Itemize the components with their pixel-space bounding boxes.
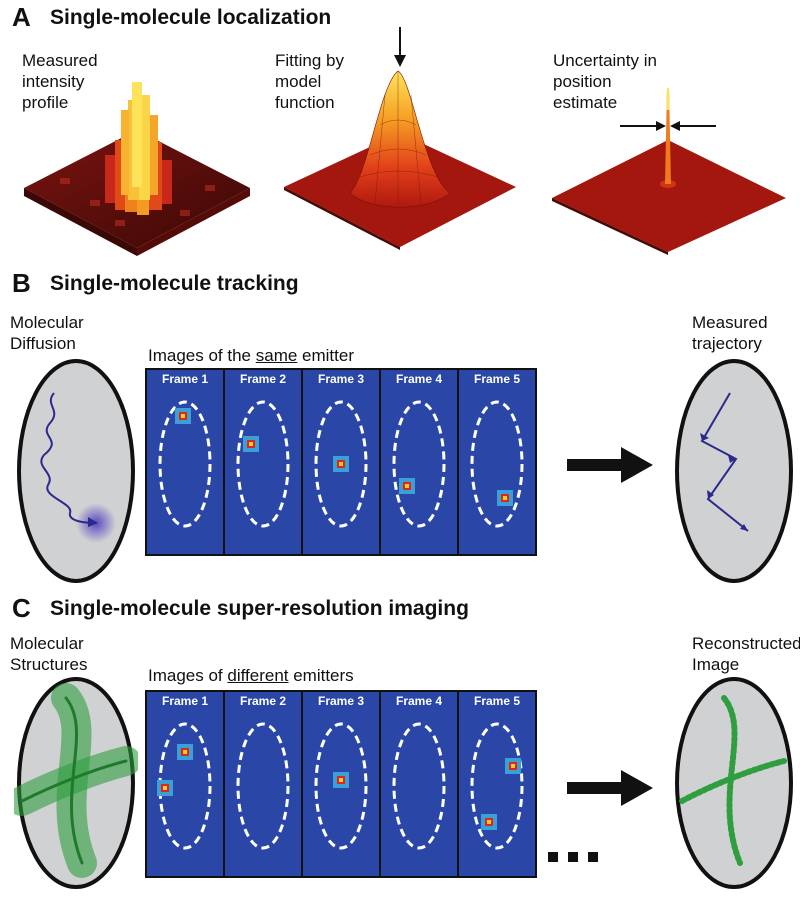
frame-label: Frame 5 [473,694,521,708]
frame-b-4: Frame 4 [381,370,457,554]
frame-b-5: Frame 5 [459,370,535,554]
caption-molecular-structures: Molecular Structures [10,633,87,675]
caption-underlined: different [227,666,289,685]
images-different-caption: Images of different emitters [148,665,354,686]
uncertainty-base [552,140,786,252]
structures-cell [14,677,138,889]
frame-strip-c: Frame 1 Frame 2 Frame 3 Frame 4 Frame 5 [145,690,537,878]
caption-line: Reconstructed [692,634,800,653]
frame-c-4: Frame 4 [381,692,457,876]
caption-fitting-model: Fitting by model function [275,50,344,113]
frame-label: Frame 4 [395,694,443,708]
ellipsis-dots-icon [548,852,598,862]
gaussian-peak [349,70,451,208]
reconstructed-cell [675,677,793,889]
panel-a-letter: A [12,2,31,32]
caption-line: estimate [553,93,618,112]
frame-label: Frame 2 [239,694,287,708]
right-arrow-c-icon [567,770,653,806]
caption-line: intensity [22,72,85,91]
diffusion-path [40,392,97,524]
caption-line: Uncertainty in [553,51,657,70]
frame-label: Frame 1 [161,372,209,386]
reconstructed-structures [679,695,787,866]
caption-text: Images of the [148,346,256,365]
caption-line: Measured [22,51,98,70]
caption-line: Structures [10,655,88,674]
caption-measured-trajectory: Measured trajectory [692,312,768,354]
path-arrowhead-icon [88,517,98,527]
uncertainty-spike [665,88,671,184]
cell-outline [675,677,793,889]
frame-label: Frame 1 [161,694,209,708]
frame-label: Frame 3 [317,694,365,708]
down-arrow-icon [394,55,406,67]
frame-label: Frame 2 [239,372,287,386]
caption-line: position [553,72,612,91]
caption-uncertainty: Uncertainty in position estimate [553,50,657,113]
caption-line: trajectory [692,334,762,353]
uncertainty-surface [552,88,786,255]
caption-line: function [275,93,335,112]
caption-line: Molecular [10,313,84,332]
frame-b-1: Frame 1 [147,370,223,554]
caption-reconstructed-image: Reconstructed Image [692,633,800,675]
histogram-bars [105,82,172,215]
frame-c-5: Frame 5 [459,692,535,876]
images-same-caption: Images of the same emitter [148,345,354,366]
caption-line: Measured [692,313,768,332]
panel-b-letter: B [12,268,31,298]
frame-c-1: Frame 1 [147,692,223,876]
panel-c-title: Single-molecule super-resolution imaging [50,597,469,620]
frame-label: Frame 5 [473,372,521,386]
caption-measured-intensity: Measured intensity profile [22,50,98,113]
caption-text: Images of [148,666,228,685]
panel-a-title: Single-molecule localization [50,6,332,29]
frame-label: Frame 4 [395,372,443,386]
frame-c-2: Frame 2 [225,692,301,876]
caption-line: Molecular [10,634,84,653]
caption-line: Image [692,655,740,674]
molecular-structures [14,683,138,878]
panel-c-letter: C [12,593,31,623]
trajectory-cell [675,359,793,583]
diffusion-cell [17,359,135,583]
caption-line: Fitting by [275,51,344,70]
frame-label: Frame 3 [317,372,365,386]
cell-outline [675,359,793,583]
cell-outline [17,359,135,583]
frame-b-2: Frame 2 [225,370,301,554]
caption-text: emitters [288,666,354,685]
caption-molecular-diffusion: Molecular Diffusion [10,312,84,354]
caption-text: emitter [297,346,354,365]
intensity-histogram-plot [24,82,250,256]
right-arrow-icon [656,121,666,131]
model-fit-surface [284,27,516,250]
caption-line: model [275,72,322,91]
frame-b-3: Frame 3 [303,370,379,554]
panel-b-title: Single-molecule tracking [50,272,299,295]
caption-line: profile [22,93,69,112]
trajectory-arrowhead-icon [740,524,748,531]
frame-c-3: Frame 3 [303,692,379,876]
frame-strip-b: Frame 1 Frame 2 Frame 3 Frame 4 Frame 5 [145,368,537,556]
caption-underlined: same [255,346,298,365]
left-arrow-icon [670,121,680,131]
right-arrow-b-icon [567,447,653,483]
caption-line: Diffusion [10,334,76,353]
